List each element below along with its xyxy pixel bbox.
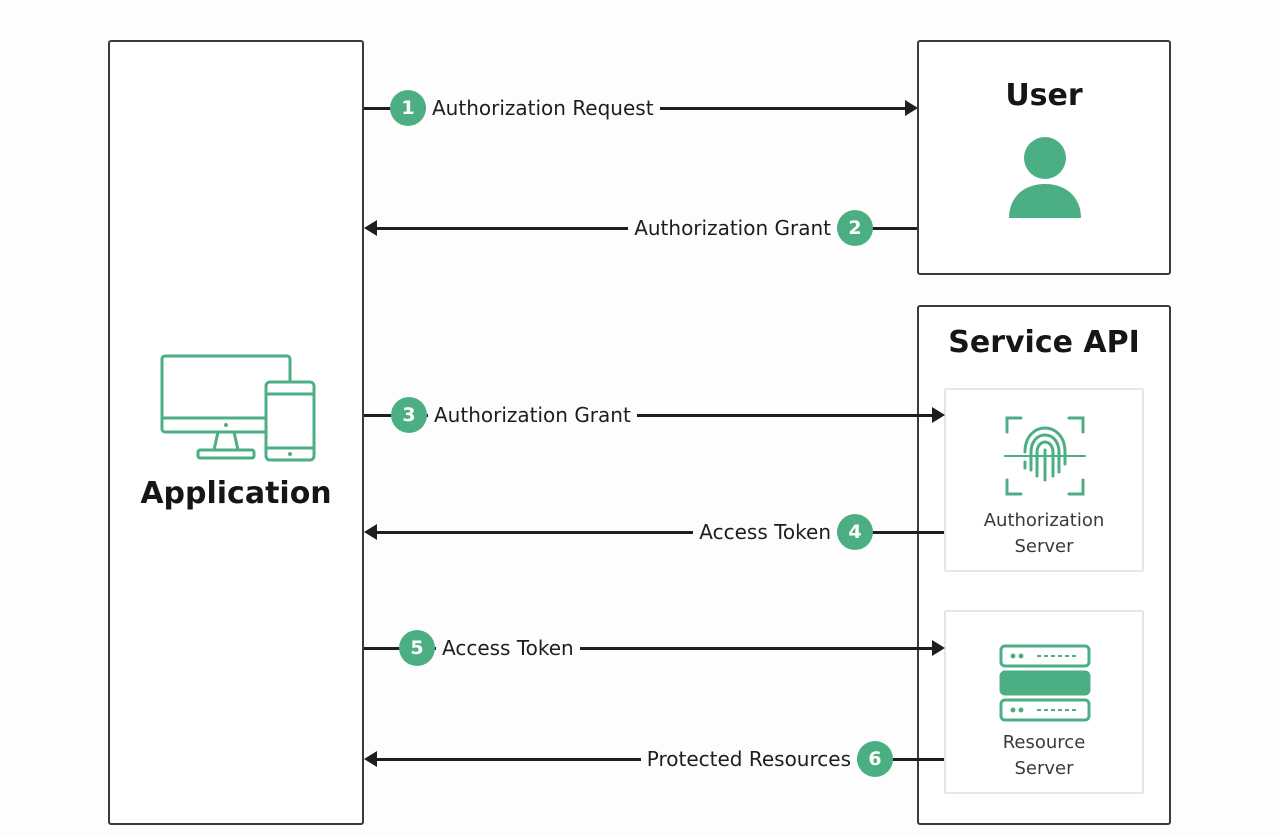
fingerprint-icon (1004, 416, 1086, 496)
step-5-line (364, 647, 933, 650)
step-5-badge: 5 (399, 630, 435, 666)
step-3-line (364, 414, 933, 417)
service-api-title: Service API (948, 325, 1140, 360)
step-6-label: Protected Resources (640, 745, 857, 773)
authorization-server-label-line1: Authorization (983, 510, 1105, 531)
step-2-label: Authorization Grant (628, 214, 837, 242)
resource-server-box: Resource Server (944, 610, 1144, 794)
step-2-badge: 2 (837, 210, 873, 246)
authorization-server-box: Authorization Server (944, 388, 1144, 572)
server-icon (999, 644, 1091, 722)
resource-server-label-line2: Server (1014, 758, 1074, 779)
devices-icon (160, 354, 316, 462)
authorization-server-label-line2: Server (1014, 536, 1074, 557)
step-1-arrowhead (905, 100, 918, 116)
step-4-line (375, 531, 944, 534)
step-1-label: Authorization Request (426, 94, 660, 122)
user-title: User (1005, 78, 1083, 113)
step-4-badge: 4 (837, 514, 873, 550)
step-6-arrowhead (364, 751, 377, 767)
step-6-badge: 6 (857, 741, 893, 777)
step-3-label: Authorization Grant (428, 401, 637, 429)
application-title: Application (140, 476, 332, 511)
step-3-arrowhead (932, 407, 945, 423)
step-3-badge: 3 (391, 397, 427, 433)
application-box: Application (108, 40, 364, 825)
step-2-arrowhead (364, 220, 377, 236)
step-1-badge: 1 (390, 90, 426, 126)
resource-server-label-line1: Resource (1002, 732, 1086, 753)
step-5-label: Access Token (436, 634, 580, 662)
step-5-arrowhead (932, 640, 945, 656)
user-icon (1009, 137, 1081, 218)
step-4-arrowhead (364, 524, 377, 540)
step-4-label: Access Token (693, 518, 837, 546)
user-box: User (917, 40, 1171, 275)
